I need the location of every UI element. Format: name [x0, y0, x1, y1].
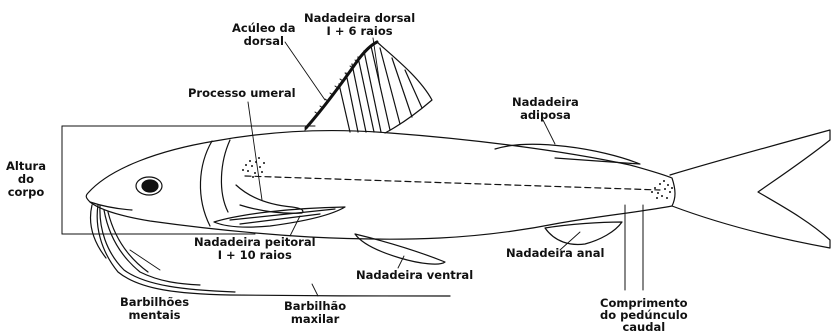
caudal-fin	[670, 130, 830, 248]
label-barbilhoes-mentais: Barbilhões mentais	[120, 296, 189, 322]
label-comprimento-pedunculo: Comprimento do pedúnculo caudal	[600, 297, 688, 333]
label-nadadeira-peitoral: Nadadeira peitoral I + 10 raios	[194, 236, 316, 262]
label-nadadeira-ventral: Nadadeira ventral	[356, 269, 473, 282]
adipose-fin	[495, 144, 640, 164]
humeral-spot	[242, 157, 265, 178]
pectoral-fin	[214, 207, 345, 227]
label-nadadeira-dorsal: Nadadeira dorsal I + 6 raios	[304, 12, 415, 38]
label-barbilhao-maxilar: Barbilhão maxilar	[284, 300, 346, 326]
label-altura-corpo: Altura do corpo	[6, 160, 46, 199]
label-aculeo-dorsal: Acúleo da dorsal	[232, 22, 296, 48]
head-outline	[200, 141, 212, 226]
anal-fin	[545, 222, 622, 244]
eye	[136, 177, 162, 195]
label-processo-umeral: Processo umeral	[188, 87, 296, 100]
lateral-line-dashed	[245, 176, 660, 190]
dorsal-spine	[306, 42, 377, 128]
caudal-peduncle-bracket	[625, 205, 643, 290]
label-nadadeira-anal: Nadadeira anal	[506, 247, 604, 260]
dorsal-fin	[305, 42, 432, 133]
operculum	[221, 140, 230, 212]
label-nadadeira-adiposa: Nadadeira adiposa	[512, 96, 579, 122]
